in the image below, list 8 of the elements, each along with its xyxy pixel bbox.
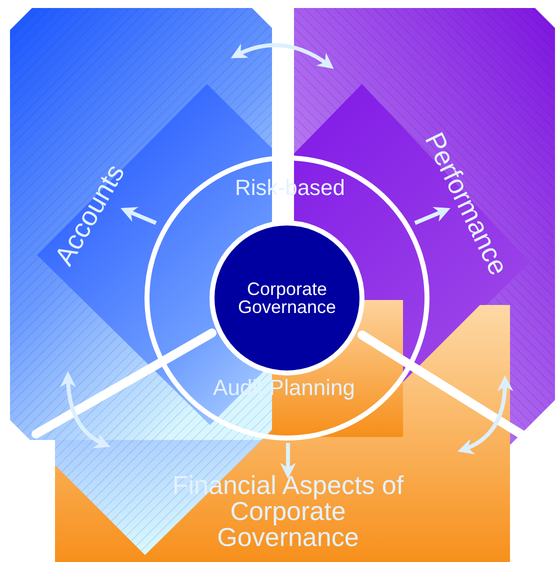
arrow bbox=[60, 371, 110, 448]
arrow bbox=[414, 206, 450, 225]
arrow bbox=[458, 375, 513, 454]
center-circle bbox=[209, 220, 365, 376]
arrow bbox=[120, 206, 157, 225]
arrow bbox=[230, 43, 334, 69]
arrow bbox=[280, 443, 296, 479]
center-label: Corporate Governance bbox=[236, 280, 338, 316]
